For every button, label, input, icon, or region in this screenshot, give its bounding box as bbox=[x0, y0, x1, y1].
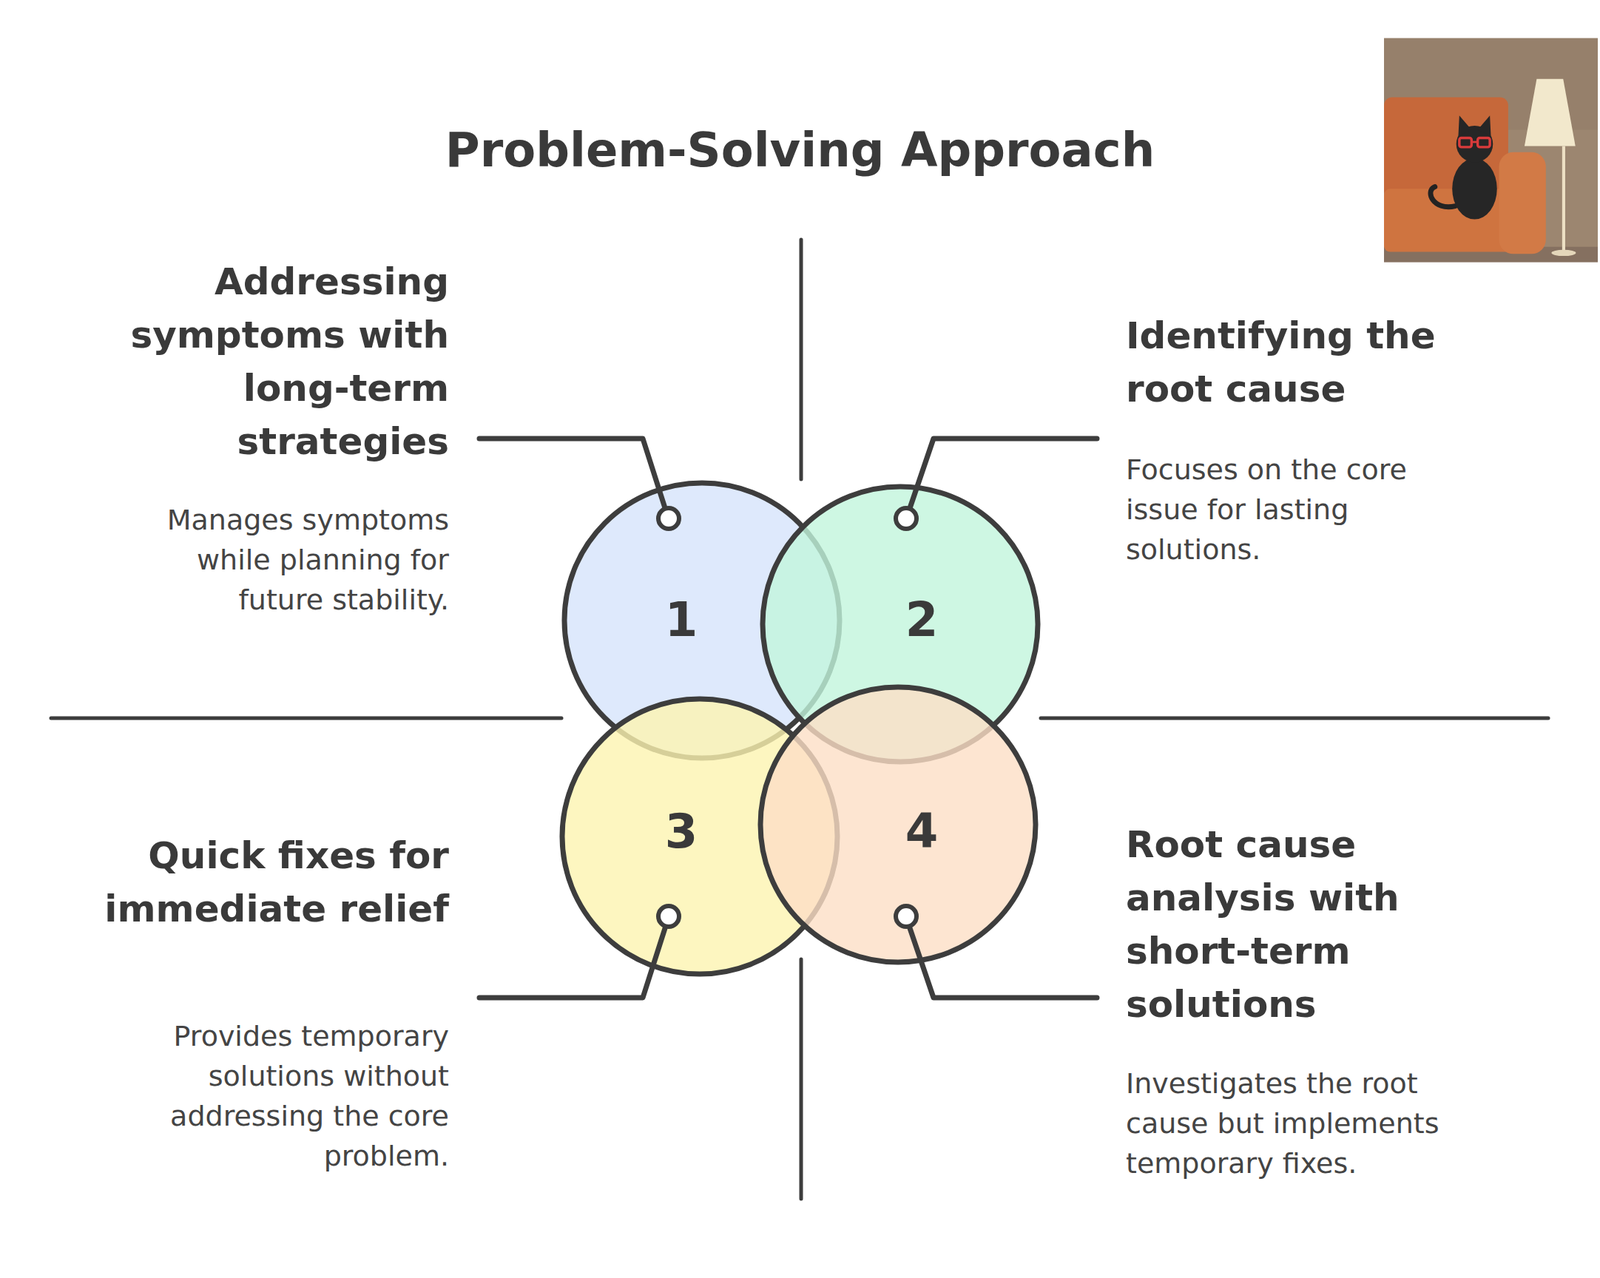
divider-line bbox=[51, 716, 562, 721]
divider-line bbox=[799, 239, 804, 480]
cat-glasses-left bbox=[1459, 137, 1473, 147]
cat-body bbox=[1452, 158, 1498, 220]
divider-line bbox=[1040, 716, 1549, 721]
item-description: Provides temporary solutions without add… bbox=[116, 1016, 450, 1177]
wall bbox=[1384, 38, 1598, 263]
sofa-arm bbox=[1499, 152, 1547, 255]
divider-line bbox=[799, 959, 804, 1200]
callout-number: 3 bbox=[665, 807, 699, 856]
item-description: Focuses on the core issue for lasting so… bbox=[1125, 449, 1459, 570]
cat-ears bbox=[1457, 115, 1491, 137]
diagram-title: Problem-Solving Approach bbox=[0, 122, 1600, 178]
leader-lines bbox=[479, 438, 1097, 998]
quadrant-lines bbox=[51, 239, 1549, 1200]
cat-glasses-right bbox=[1477, 137, 1491, 147]
callout-number: 2 bbox=[905, 596, 939, 644]
numbered-circle: 4Root cause analysis with short-term sol… bbox=[757, 684, 1039, 966]
item-heading: Identifying the root cause bbox=[1125, 309, 1511, 416]
lamp-pole bbox=[1562, 145, 1566, 252]
item-heading: Quick fixes for immediate relief bbox=[64, 829, 450, 936]
cat-glasses-bridge bbox=[1471, 141, 1478, 144]
cat-illustration bbox=[1384, 37, 1598, 263]
item-description: Manages symptoms while planning for futu… bbox=[116, 500, 450, 620]
item-heading: Addressing symptoms with long-term strat… bbox=[64, 255, 450, 469]
callout-number: 4 bbox=[905, 807, 939, 856]
circle-shape bbox=[760, 687, 1036, 963]
lamp-shade bbox=[1524, 79, 1576, 147]
item-heading: Root cause analysis with short-term solu… bbox=[1125, 818, 1511, 1032]
callout-number: 1 bbox=[665, 596, 699, 644]
circle-outline bbox=[757, 684, 1039, 966]
lamp-base bbox=[1551, 250, 1576, 256]
cat-tail bbox=[1430, 187, 1456, 208]
item-description: Investigates the root cause but implemen… bbox=[1125, 1063, 1459, 1184]
